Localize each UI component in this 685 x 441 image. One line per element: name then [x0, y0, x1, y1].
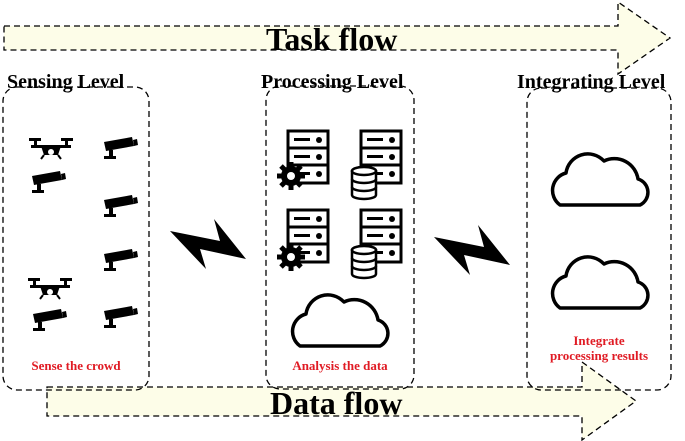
database-icon [350, 244, 378, 280]
integrating-caption-line: processing results [549, 348, 649, 363]
integrating-caption-line: Integrate [573, 333, 625, 348]
sensing-caption: Sense the crowd [31, 358, 121, 373]
camera-icon [33, 309, 67, 331]
processing-level-box [265, 85, 415, 390]
lightning-icon [170, 219, 246, 269]
gear-icon [277, 243, 305, 271]
database-icon [350, 165, 378, 201]
gear-icon [277, 162, 305, 190]
integrating-level-box [526, 87, 672, 391]
drone-icon [27, 277, 73, 300]
camera-icon [104, 195, 138, 217]
cloud-icon [550, 255, 650, 310]
cloud-icon [550, 152, 650, 207]
sensing-level-box [2, 86, 150, 391]
task-flow-label: Task flow [266, 21, 398, 57]
integrating-caption: Integrate processing results [529, 333, 669, 363]
camera-icon [32, 171, 66, 193]
lightning-icon [434, 225, 510, 275]
cloud-icon [290, 293, 390, 348]
drone-icon [28, 137, 74, 160]
data-flow-label: Data flow [270, 385, 403, 421]
processing-level-title: Processing Level [261, 71, 404, 93]
processing-caption: Analysis the data [292, 358, 388, 373]
camera-icon [104, 249, 138, 271]
camera-icon [104, 137, 138, 159]
data-flow-arrow [46, 360, 638, 441]
camera-icon [104, 306, 138, 328]
integrating-level-title: Integrating Level [517, 71, 666, 93]
sensing-level-title: Sensing Level [7, 71, 125, 93]
task-flow-arrow [3, 0, 672, 76]
